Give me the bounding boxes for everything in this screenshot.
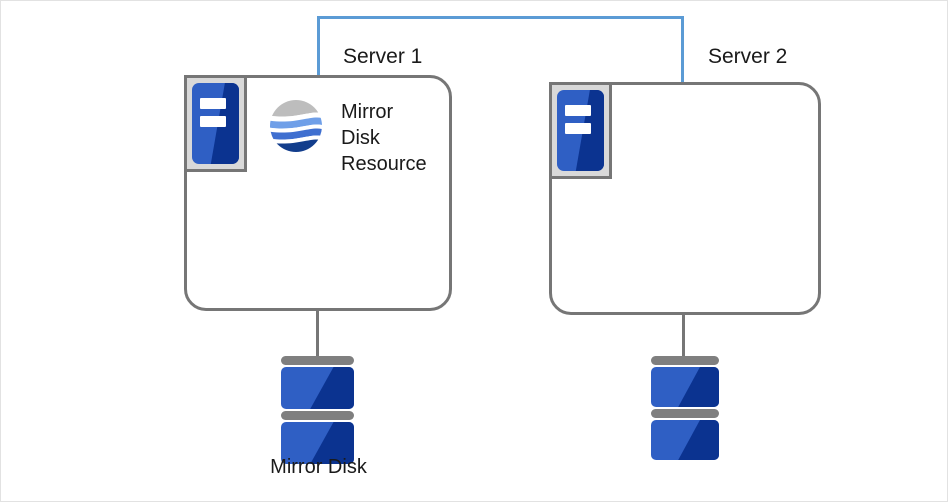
cluster-link-top-line bbox=[317, 16, 684, 19]
server-1-label: Server 1 bbox=[343, 45, 423, 68]
disk-bar bbox=[281, 356, 354, 365]
server-1-disk-connector bbox=[316, 310, 319, 358]
mirror-disk-resource-label: Mirror Disk Resource bbox=[341, 99, 427, 177]
cluster-link-left-drop bbox=[317, 16, 320, 78]
server-unit-slot-bar bbox=[565, 105, 592, 116]
disk-bar bbox=[651, 409, 719, 418]
resource-label-line-3: Resource bbox=[341, 153, 427, 175]
resource-label-line-2: Disk bbox=[341, 127, 380, 149]
cluster-link-right-drop bbox=[681, 16, 684, 84]
server-unit-icon bbox=[549, 82, 612, 179]
server-unit-icon-body bbox=[557, 90, 604, 171]
disk-platter bbox=[281, 422, 354, 464]
resource-label-line-1: Mirror bbox=[341, 101, 394, 123]
mirror-disk-icon-left bbox=[281, 356, 354, 466]
server-unit-slot-bar bbox=[565, 123, 592, 134]
disk-platter bbox=[281, 367, 354, 409]
server-2-label: Server 2 bbox=[708, 45, 788, 68]
server-unit-slot-bar bbox=[200, 98, 227, 109]
mirror-disk-resource-logo bbox=[270, 100, 322, 152]
disk-platter bbox=[651, 420, 719, 460]
disk-platter bbox=[651, 367, 719, 407]
disk-bar bbox=[651, 356, 719, 365]
mirror-disk-icon-right bbox=[651, 356, 719, 462]
mirror-disk-caption: Mirror Disk bbox=[270, 456, 367, 478]
server-unit-icon-body bbox=[192, 83, 239, 164]
server-unit-slot-bar bbox=[200, 116, 227, 127]
server-2-disk-connector bbox=[682, 314, 685, 358]
disk-bar bbox=[281, 411, 354, 420]
server-unit-icon bbox=[184, 75, 247, 172]
